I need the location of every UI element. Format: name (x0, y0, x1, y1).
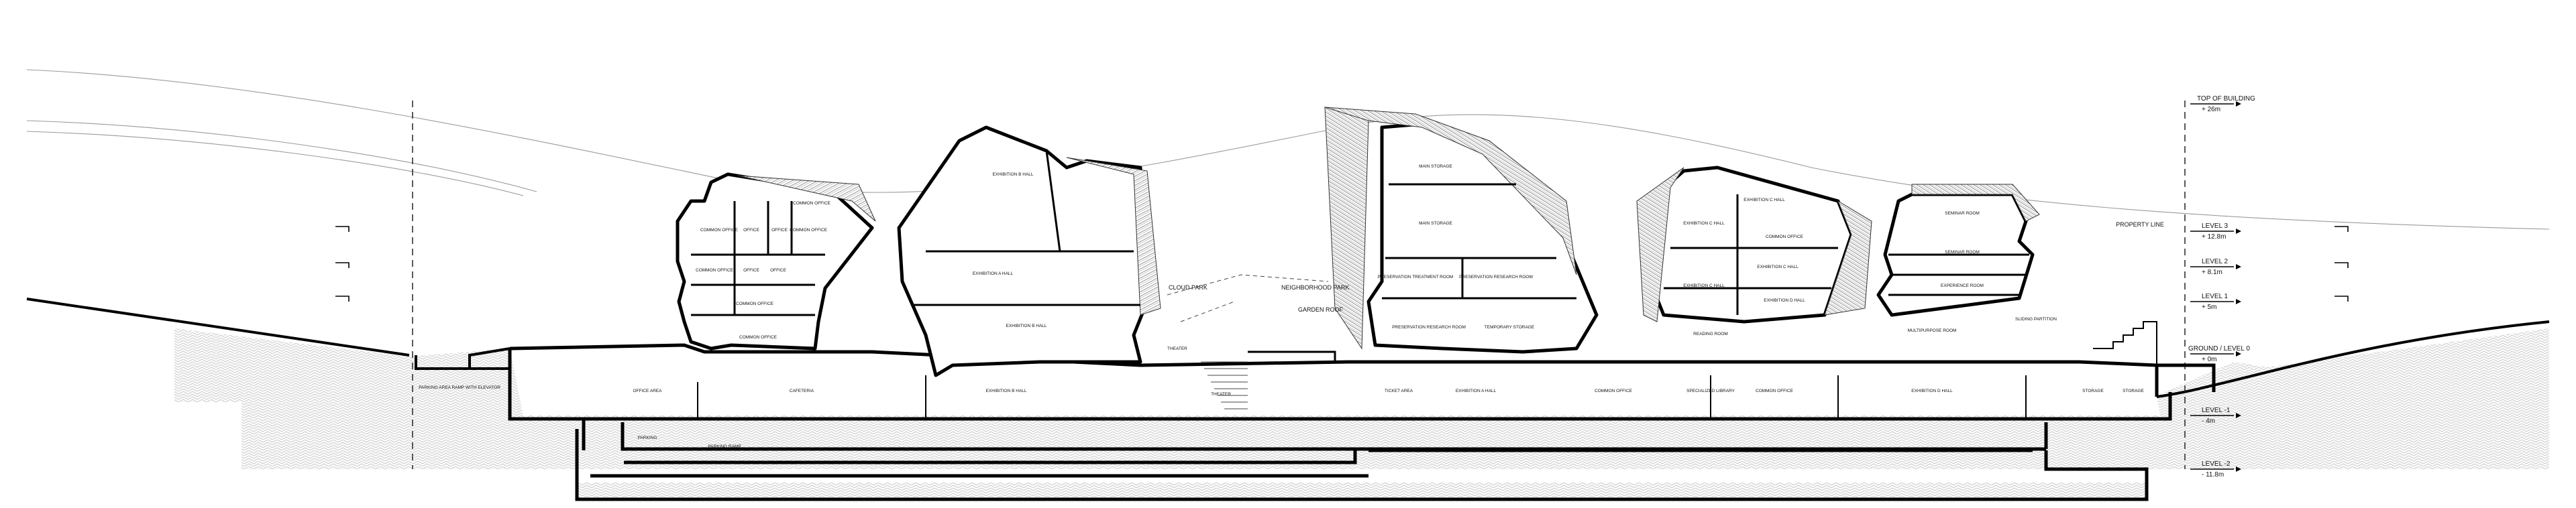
level-value: + 0m (2202, 356, 2217, 363)
room-label: COMMON OFFICE (1766, 235, 1804, 239)
level-name: LEVEL 2 (2202, 258, 2229, 265)
level-name: TOP OF BUILDING (2197, 95, 2255, 103)
room-label: EXHIBITION C HALL (1683, 283, 1725, 288)
property-lines (412, 101, 2186, 469)
room-label: EXHIBITION B HALL (992, 172, 1033, 177)
area-labels: CLOUD PARK NEIGHBORHOOD PARK GARDEN ROOF… (1167, 221, 2164, 351)
level-name: LEVEL -2 (2202, 460, 2231, 468)
room-label: COMMON OFFICE (696, 268, 734, 273)
room-label: EXHIBITION D HALL (1764, 298, 1805, 303)
room-label: READING ROOM (1693, 332, 1728, 336)
room-label: COMMON OFFICE (793, 201, 831, 206)
level-name: LEVEL 1 (2202, 293, 2229, 300)
basement-partitions (697, 375, 2027, 419)
room-label: SEMINAR ROOM (1945, 211, 1980, 216)
room-label: EXHIBITION D HALL (1911, 389, 1953, 393)
building-exhibition-tower (897, 125, 1161, 377)
room-label: TEMPORARY STORAGE (1485, 325, 1535, 330)
cloud-park-label: CLOUD PARK (1169, 284, 1208, 291)
level-name: LEVEL 3 (2202, 223, 2229, 230)
room-label: OFFICE (743, 228, 759, 233)
room-label: EXHIBITION C HALL (1757, 265, 1799, 269)
room-label: EXHIBITION C HALL (1743, 198, 1785, 202)
neighborhood-park-label: NEIGHBORHOOD PARK (1281, 284, 1349, 291)
room-label: TICKET AREA (1385, 389, 1413, 393)
room-label: EXHIBITION B HALL (985, 389, 1026, 393)
room-label: COMMON OFFICE (790, 228, 828, 233)
room-label: PRESERVATION RESEARCH ROOM (1459, 275, 1533, 279)
room-label: EXHIBITION C HALL (1683, 221, 1725, 226)
level-markers (2190, 101, 2241, 472)
building-seminar (1876, 184, 2040, 317)
property-line-label: PROPERTY LINE (2116, 221, 2164, 228)
parking-ramp-structure (415, 347, 511, 370)
background-terrain-lines (26, 69, 2550, 230)
room-label: OFFICE (771, 228, 788, 233)
level-value: - 11.8m (2202, 471, 2224, 479)
room-label: EXPERIENCE ROOM (1941, 283, 1984, 288)
level-value: - 4m (2202, 418, 2215, 425)
theater-upper-label: THEATER (1167, 346, 1187, 351)
room-label: MAIN STORAGE (1419, 164, 1452, 169)
right-stair (2093, 321, 2157, 365)
room-label: STORAGE (2123, 389, 2144, 393)
earth-fill (174, 328, 2549, 499)
room-label: STORAGE (2082, 389, 2104, 393)
room-label: THEATER (1211, 392, 1231, 397)
room-label: SLIDING PARTITION (2015, 317, 2057, 322)
ground-floor-slab (509, 343, 2216, 397)
basement-structure (508, 348, 2172, 501)
ground-line (26, 298, 2550, 398)
room-label: OFFICE AREA (633, 389, 663, 393)
edge-markers (335, 226, 2349, 302)
room-label: COMMON OFFICE (1595, 389, 1633, 393)
garden-roof-label: GARDEN ROOF (1298, 306, 1344, 313)
level-labels: TOP OF BUILDING + 26m LEVEL 3 + 12.8m LE… (2188, 95, 2255, 479)
room-label: EXHIBITION A HALL (1456, 389, 1497, 393)
room-label: PARKING RAMP (708, 444, 741, 449)
building-offices (676, 172, 876, 351)
room-label: EXHIBITION A HALL (973, 271, 1014, 276)
room-label: COMMON OFFICE (739, 335, 777, 340)
room-label: PRESERVATION RESEARCH ROOM (1392, 325, 1466, 330)
building-storage (1324, 107, 1599, 354)
room-label: SPECIALIZED LIBRARY (1686, 389, 1735, 393)
room-label: EXHIBITION B HALL (1006, 324, 1046, 328)
level-name: LEVEL -1 (2202, 407, 2231, 414)
room-label: SEMINAR ROOM (1945, 250, 1980, 255)
theater-stair (1167, 274, 1336, 409)
room-label: CAFETERIA (790, 389, 814, 393)
room-label: PRESERVATION TREATMENT ROOM (1378, 275, 1454, 279)
room-label: PARKING AREA RAMP WITH ELEVATOR (419, 385, 500, 390)
level-value: + 12.8m (2202, 233, 2226, 241)
room-label: MAIN STORAGE (1419, 221, 1452, 226)
level-value: + 5m (2202, 304, 2217, 311)
level-value: + 8.1m (2202, 269, 2222, 276)
room-label: OFFICE (770, 268, 786, 273)
room-label: PARKING (638, 436, 657, 440)
room-label: COMMON OFFICE (700, 228, 739, 233)
room-labels: COMMON OFFICE OFFICE OFFICE COMMON OFFIC… (419, 164, 2144, 449)
room-label: COMMON OFFICE (736, 302, 774, 306)
building-exhibition-c (1636, 166, 1872, 324)
level-value: + 26m (2202, 106, 2220, 113)
room-label: COMMON OFFICE (1756, 389, 1794, 393)
room-label: OFFICE (743, 268, 759, 273)
room-label: MULTIPURPOSE ROOM (1908, 328, 1957, 333)
level-name: GROUND / LEVEL 0 (2188, 345, 2250, 353)
